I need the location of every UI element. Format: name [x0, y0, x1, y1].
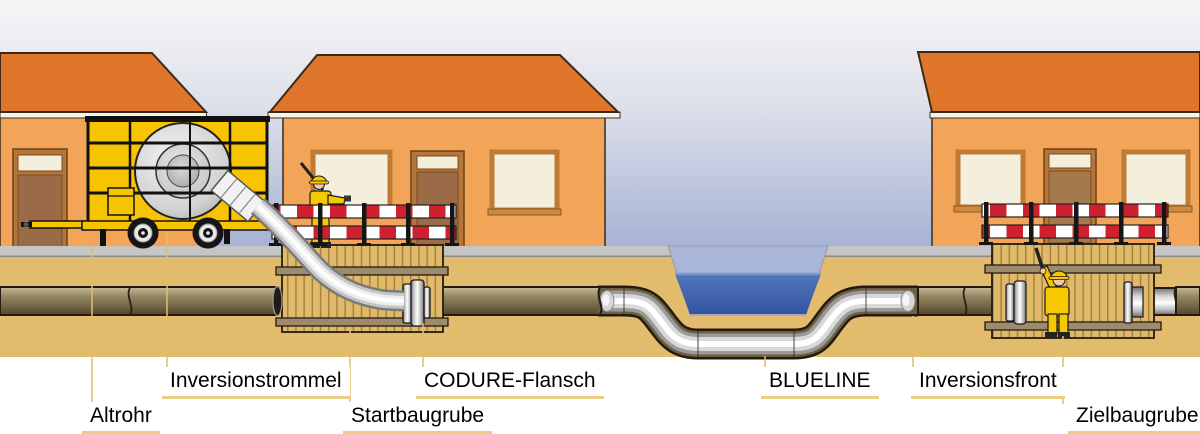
codure-flange — [402, 279, 431, 327]
pavement — [0, 246, 1200, 257]
target-pit-left-flange — [1005, 280, 1027, 325]
river-water — [675, 274, 821, 314]
label-altrohr: Altrohr — [82, 402, 160, 434]
label-inversionsfront: Inversionsfront — [911, 367, 1065, 400]
label-zielbaugrube: Zielbaugrube — [1068, 402, 1200, 434]
inversion-drum-truck — [21, 116, 273, 249]
trailer-deck — [81, 220, 273, 231]
pointing-hand — [344, 195, 351, 202]
right-house-left-window — [953, 149, 1028, 213]
safety-barrier-target — [979, 202, 1171, 245]
inversion-drum — [134, 122, 232, 220]
truck-wheel — [192, 217, 224, 249]
label-blueline: BLUELINE — [761, 367, 879, 400]
blueline-liner-under-river — [597, 285, 918, 360]
safety-barrier-start — [269, 203, 459, 246]
pipe-joint — [127, 287, 133, 316]
liner-tube — [250, 198, 405, 312]
middle-house-right-window — [487, 149, 562, 216]
pipe-right-of-target-pit — [1141, 286, 1200, 316]
river — [667, 245, 829, 316]
right-house-right-window — [1119, 149, 1193, 213]
truck-wheel — [127, 217, 159, 249]
target-pit-right-flange — [1123, 281, 1144, 324]
worker-in-pit — [1034, 247, 1070, 338]
old-pipe-left — [0, 285, 283, 317]
label-startbaugrube: Startbaugrube — [343, 402, 493, 434]
label-inversionstrommel: Inversionstrommel — [162, 367, 350, 400]
label-codure-flansch: CODURE-Flansch — [416, 367, 604, 400]
left-house-door — [12, 148, 68, 248]
target-pit — [984, 243, 1162, 339]
right-house — [916, 51, 1200, 248]
control-box — [107, 187, 135, 216]
trailer-drawbar — [29, 220, 85, 229]
old-pipe-middle — [427, 286, 601, 316]
